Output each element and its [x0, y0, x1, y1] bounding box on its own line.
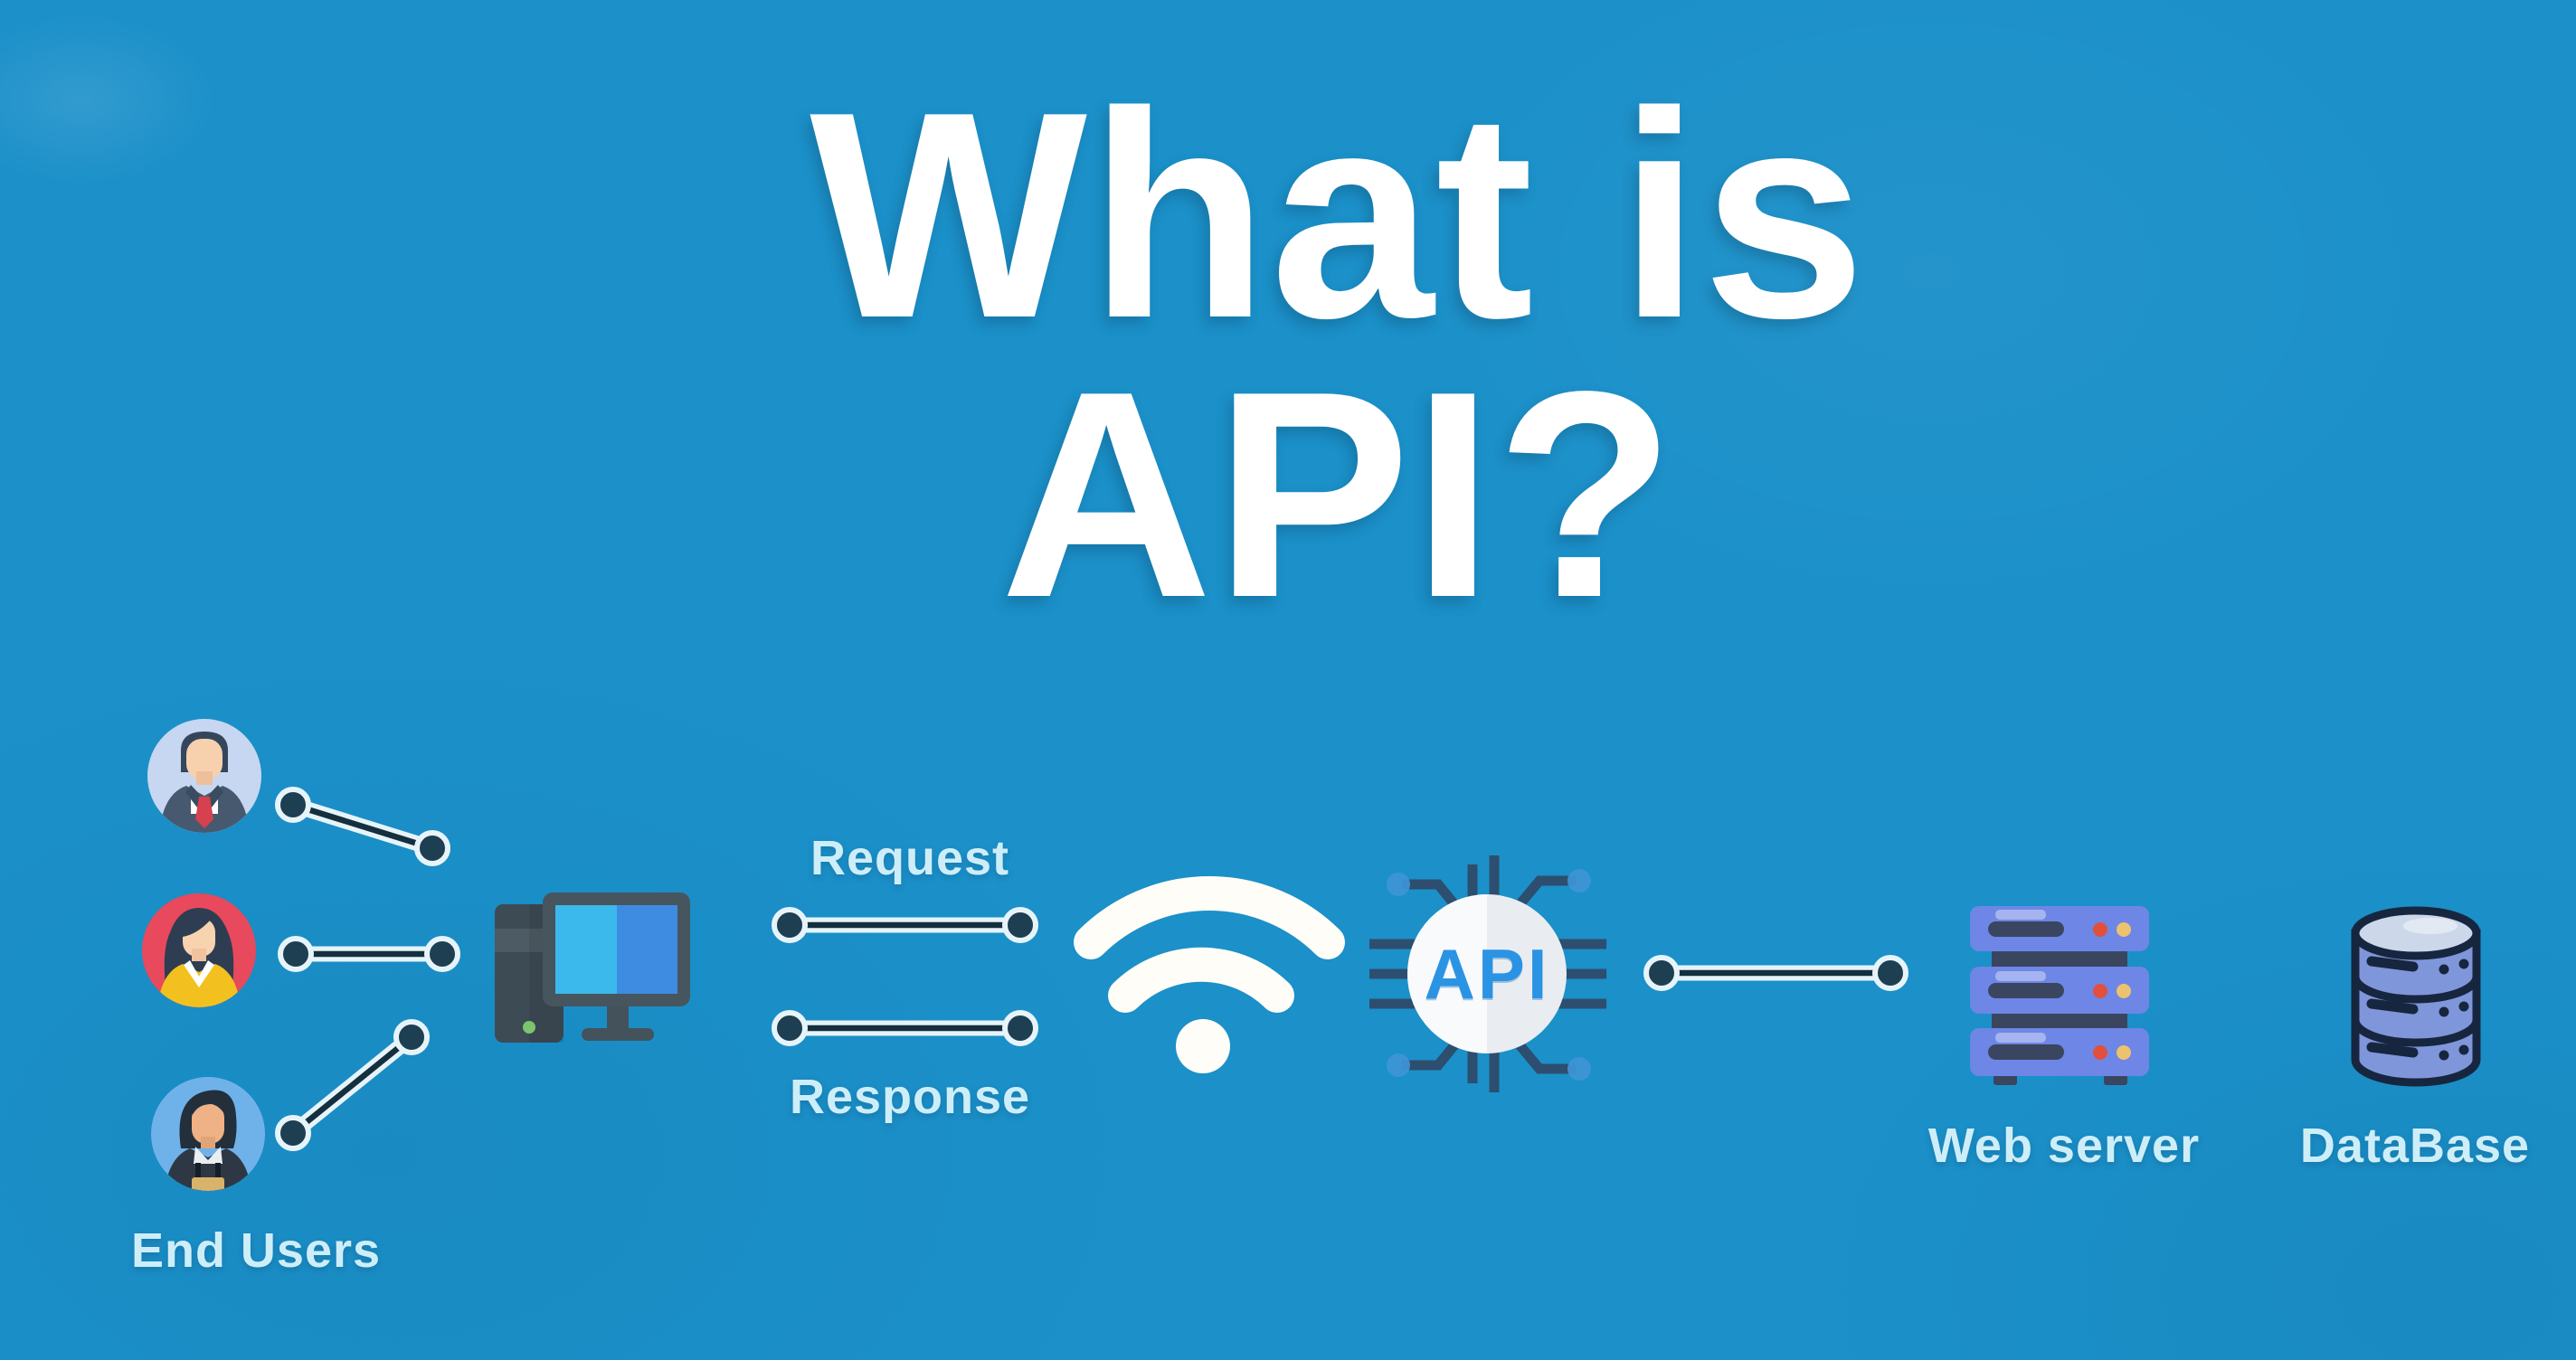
connector-line	[275, 787, 450, 866]
web-server-icon	[1970, 906, 2149, 1085]
response-label: Response	[789, 1070, 1031, 1124]
request-label: Request	[810, 831, 1010, 885]
web-server-label: Web server	[1927, 1119, 2201, 1173]
woman-avatar-icon	[142, 893, 256, 1007]
end-users-label: End Users	[130, 1223, 382, 1278]
connector-line	[772, 907, 1038, 943]
title-line-2: API?	[999, 329, 1678, 658]
title-line-1: What is	[810, 51, 1868, 379]
wifi-icon	[1074, 876, 1345, 1073]
api-chip-label: API	[1424, 933, 1550, 1014]
connector-line	[772, 1010, 1038, 1046]
connector-line	[278, 936, 460, 972]
database-icon	[2351, 906, 2481, 1087]
database-label: DataBase	[2299, 1119, 2531, 1173]
connector-line	[1643, 955, 1908, 991]
young-man-avatar-icon	[151, 1077, 265, 1191]
desktop-computer-icon	[495, 892, 690, 1043]
api-chip-icon	[1369, 855, 1606, 1092]
businessman-avatar-icon	[147, 719, 261, 833]
page-title: What is API?	[810, 51, 1868, 658]
connector-line	[275, 1019, 430, 1151]
